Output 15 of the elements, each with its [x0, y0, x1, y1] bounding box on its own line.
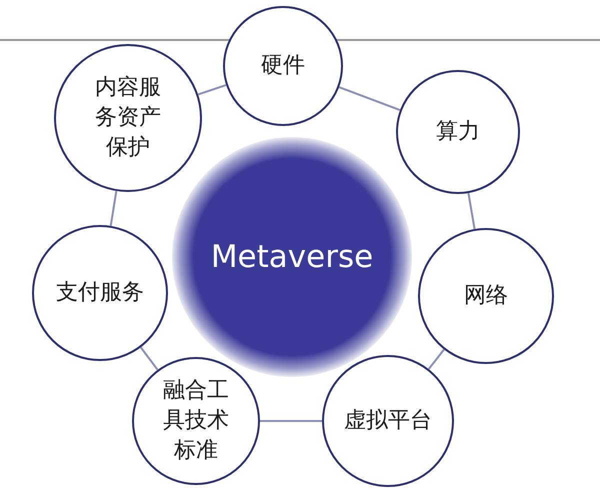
connector-line	[140, 346, 158, 370]
connector-line	[338, 86, 400, 112]
node-label: 虚拟平台	[344, 407, 432, 436]
node-label: 融合工具技术标准	[162, 377, 230, 465]
node-label: Metaverse	[210, 239, 374, 275]
connector-line	[467, 192, 476, 230]
connector-line	[110, 190, 118, 226]
connector-line	[428, 348, 445, 370]
connector-line	[260, 420, 322, 422]
node-label: 硬件	[261, 52, 305, 80]
node-label: 支付服务	[56, 279, 144, 308]
node-label: 网络	[464, 282, 508, 310]
connector-line	[198, 84, 226, 96]
node-label: 内容服务资产保护	[94, 74, 162, 162]
node-label: 算力	[436, 118, 480, 146]
